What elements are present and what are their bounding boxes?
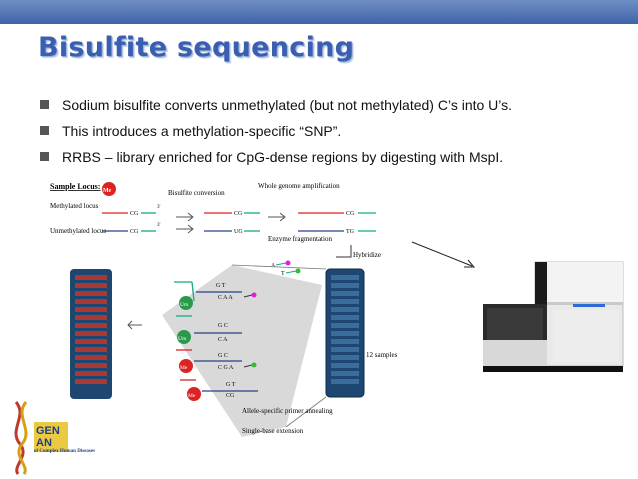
probe-row-4: Me G T CG [180, 379, 258, 401]
hybridize-arrow-icon [336, 245, 352, 258]
me-label: Me [188, 393, 196, 399]
cg-label: CG [226, 393, 235, 399]
tg-amplified: TG [346, 229, 355, 235]
bullet-text: This introduces a methylation-specific “… [62, 123, 342, 139]
gt-label: G T [226, 382, 236, 388]
sequencer-machine-image [483, 261, 624, 372]
logo-line1: GEN [36, 425, 60, 437]
bullet-item: Sodium bisulfite converts unmethylated (… [38, 96, 512, 122]
methyl-me-icon [102, 182, 116, 196]
gc-label: G C [218, 353, 228, 359]
bullet-text: RRBS – library enriched for CpG-dense re… [62, 149, 504, 165]
bullet-list: Sodium bisulfite converts unmethylated (… [38, 96, 512, 174]
enzyme-fragmentation-label: Enzyme fragmentation [268, 235, 332, 243]
bullet-item: This introduces a methylation-specific “… [38, 122, 512, 148]
base-t-label: T [281, 271, 285, 277]
bullet-item: RRBS – library enriched for CpG-dense re… [38, 148, 512, 174]
slide-title: Bisulfite sequencing [38, 32, 355, 63]
caa-label: C A A [218, 295, 233, 301]
bisulfite-conversion-label: Bisulfite conversion [168, 189, 225, 197]
unmethylated-locus-label: Unmethylated locus [50, 227, 106, 235]
bullet-square-icon [40, 126, 49, 135]
three-prime-label: 3' [157, 205, 161, 210]
slide-top-bar [0, 0, 638, 24]
gt-label: G T [216, 283, 226, 289]
base-a-label: A [271, 263, 276, 269]
zoom-wedge [162, 265, 322, 437]
bullet-square-icon [40, 100, 49, 109]
scan-arrow-icon [127, 320, 142, 330]
pointer-arrow-icon [411, 241, 476, 268]
probe-row-2: Um G C C A [176, 315, 242, 344]
three-prime-label: 3' [157, 223, 161, 228]
bullet-text: Sodium bisulfite converts unmethylated (… [62, 97, 513, 113]
wga-arrow-icon [268, 212, 286, 222]
cg-unmethylated: CG [130, 229, 139, 235]
bullet-square-icon [40, 152, 49, 161]
um-label: Um [178, 336, 187, 342]
ug-converted: UG [234, 229, 243, 235]
cg-converted-methylated: CG [234, 211, 243, 217]
logo-line3: of Complex Human Diseases [34, 449, 95, 454]
conversion-arrow-icon [176, 212, 194, 234]
me-label: Me [180, 365, 188, 371]
probe-row-3: Me G C C G A [176, 349, 257, 373]
ca-label: C A [218, 337, 228, 343]
allele-specific-label: Allele-specific primer annealing [242, 407, 333, 415]
gc-label: G C [218, 323, 228, 329]
probe-row-1: Um G T C A A [174, 281, 257, 310]
methylated-locus-label: Methylated locus [50, 202, 99, 210]
single-base-label: Single-base extension [242, 427, 304, 435]
cga-label: C G A [218, 365, 234, 371]
hybridize-label: Hybridize [353, 251, 381, 259]
sample-locus-label: Sample Locus: [50, 182, 100, 191]
logo-line2: AN [36, 437, 52, 449]
samples-label: 12 samples [366, 351, 398, 359]
genan-logo: GEN AN of Complex Human Diseases [14, 401, 95, 475]
wga-label: Whole genome amplification [258, 182, 340, 190]
workflow-figure: Sample Locus: Me Methylated locus Unmeth… [46, 175, 408, 441]
me-label: Me [103, 188, 112, 194]
cg-methylated: CG [130, 211, 139, 217]
cg-amplified: CG [346, 211, 355, 217]
um-label: Um [180, 302, 189, 308]
